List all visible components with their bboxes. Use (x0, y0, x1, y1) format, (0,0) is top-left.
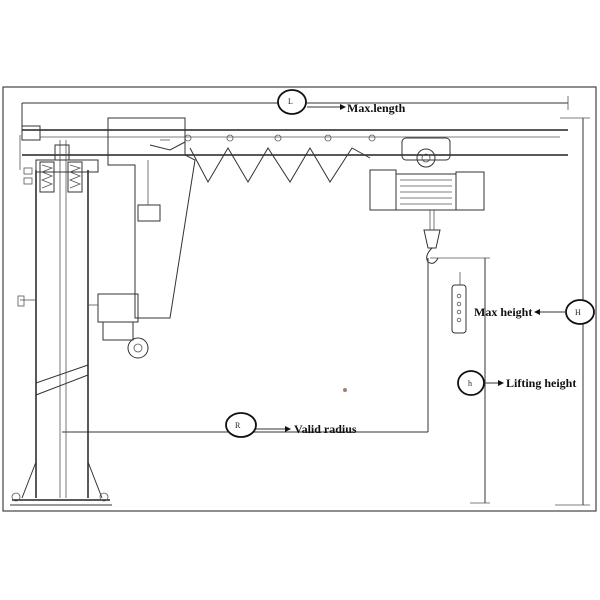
max-height-label: Max height (474, 305, 532, 319)
symbol-r-text: R (235, 421, 241, 430)
valid-radius-dimension (62, 258, 429, 433)
symbol-h-lower-text: h (468, 379, 472, 388)
symbol-h-lower-callout: h (457, 370, 504, 396)
base-plate (10, 461, 112, 506)
slewing-motor (17, 293, 149, 359)
dot-mark (343, 388, 347, 392)
symbol-h-upper-text: H (575, 308, 581, 317)
max-length-label: Max.length (347, 101, 406, 115)
jib-arm (19, 125, 568, 170)
symbol-l-text: L (288, 97, 293, 106)
lifting-height-label: Lifting height (506, 376, 576, 390)
top-bearing (23, 161, 83, 193)
electric-hoist (369, 137, 485, 264)
column (35, 140, 99, 498)
symbol-l-callout: L (277, 89, 346, 115)
symbol-r-callout: R (225, 412, 291, 438)
symbol-h-upper-callout: H (534, 299, 595, 325)
cable-festoon (149, 134, 376, 184)
lifting-height-dimension (430, 257, 490, 504)
pendant-control (451, 272, 467, 334)
valid-radius-label: Valid radius (294, 422, 357, 436)
drawing-frame (2, 86, 597, 512)
slewing-bracket (107, 117, 196, 319)
